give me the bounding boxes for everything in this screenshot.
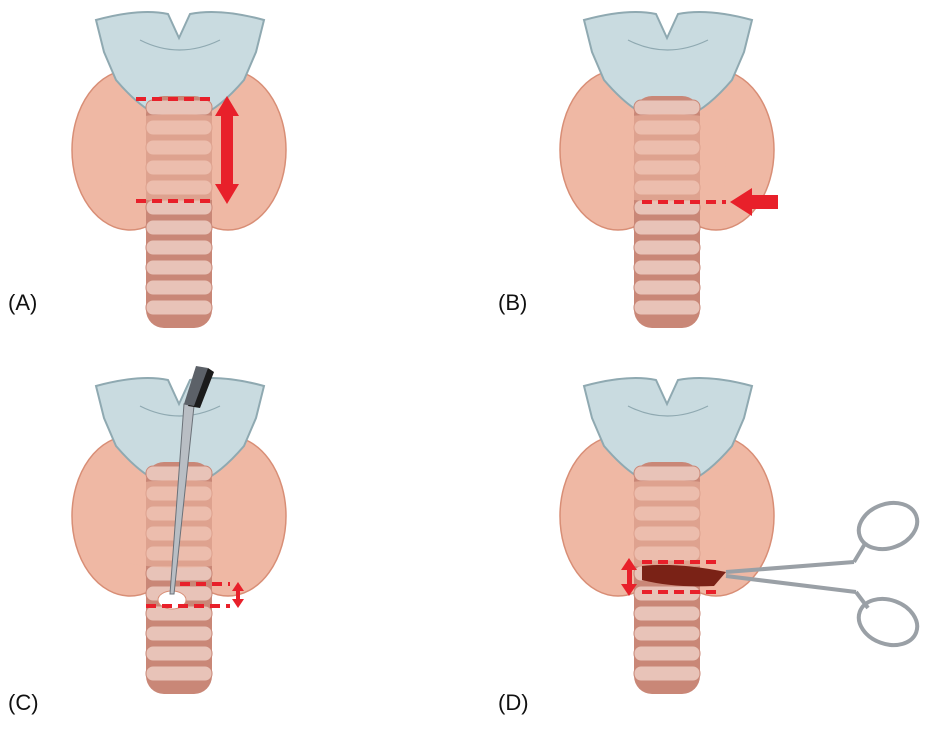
panel-label-b: (B) [498, 290, 527, 316]
panel-label-d: (D) [498, 690, 529, 716]
panel-c: (C) [0, 366, 464, 732]
panel-d-illustration [464, 366, 928, 732]
panel-label-a: (A) [8, 290, 37, 316]
panel-b: (B) [464, 0, 928, 366]
panel-a: (A) [0, 0, 464, 366]
panel-b-illustration [464, 0, 928, 366]
thyroid-trachea-anatomy [560, 378, 774, 694]
panel-a-illustration [0, 0, 464, 366]
panel-label-c: (C) [8, 690, 39, 716]
panel-c-illustration [0, 366, 464, 732]
panel-d: (D) [464, 366, 928, 732]
thyroid-trachea-anatomy [560, 12, 774, 328]
thyroid-trachea-anatomy [72, 12, 286, 328]
